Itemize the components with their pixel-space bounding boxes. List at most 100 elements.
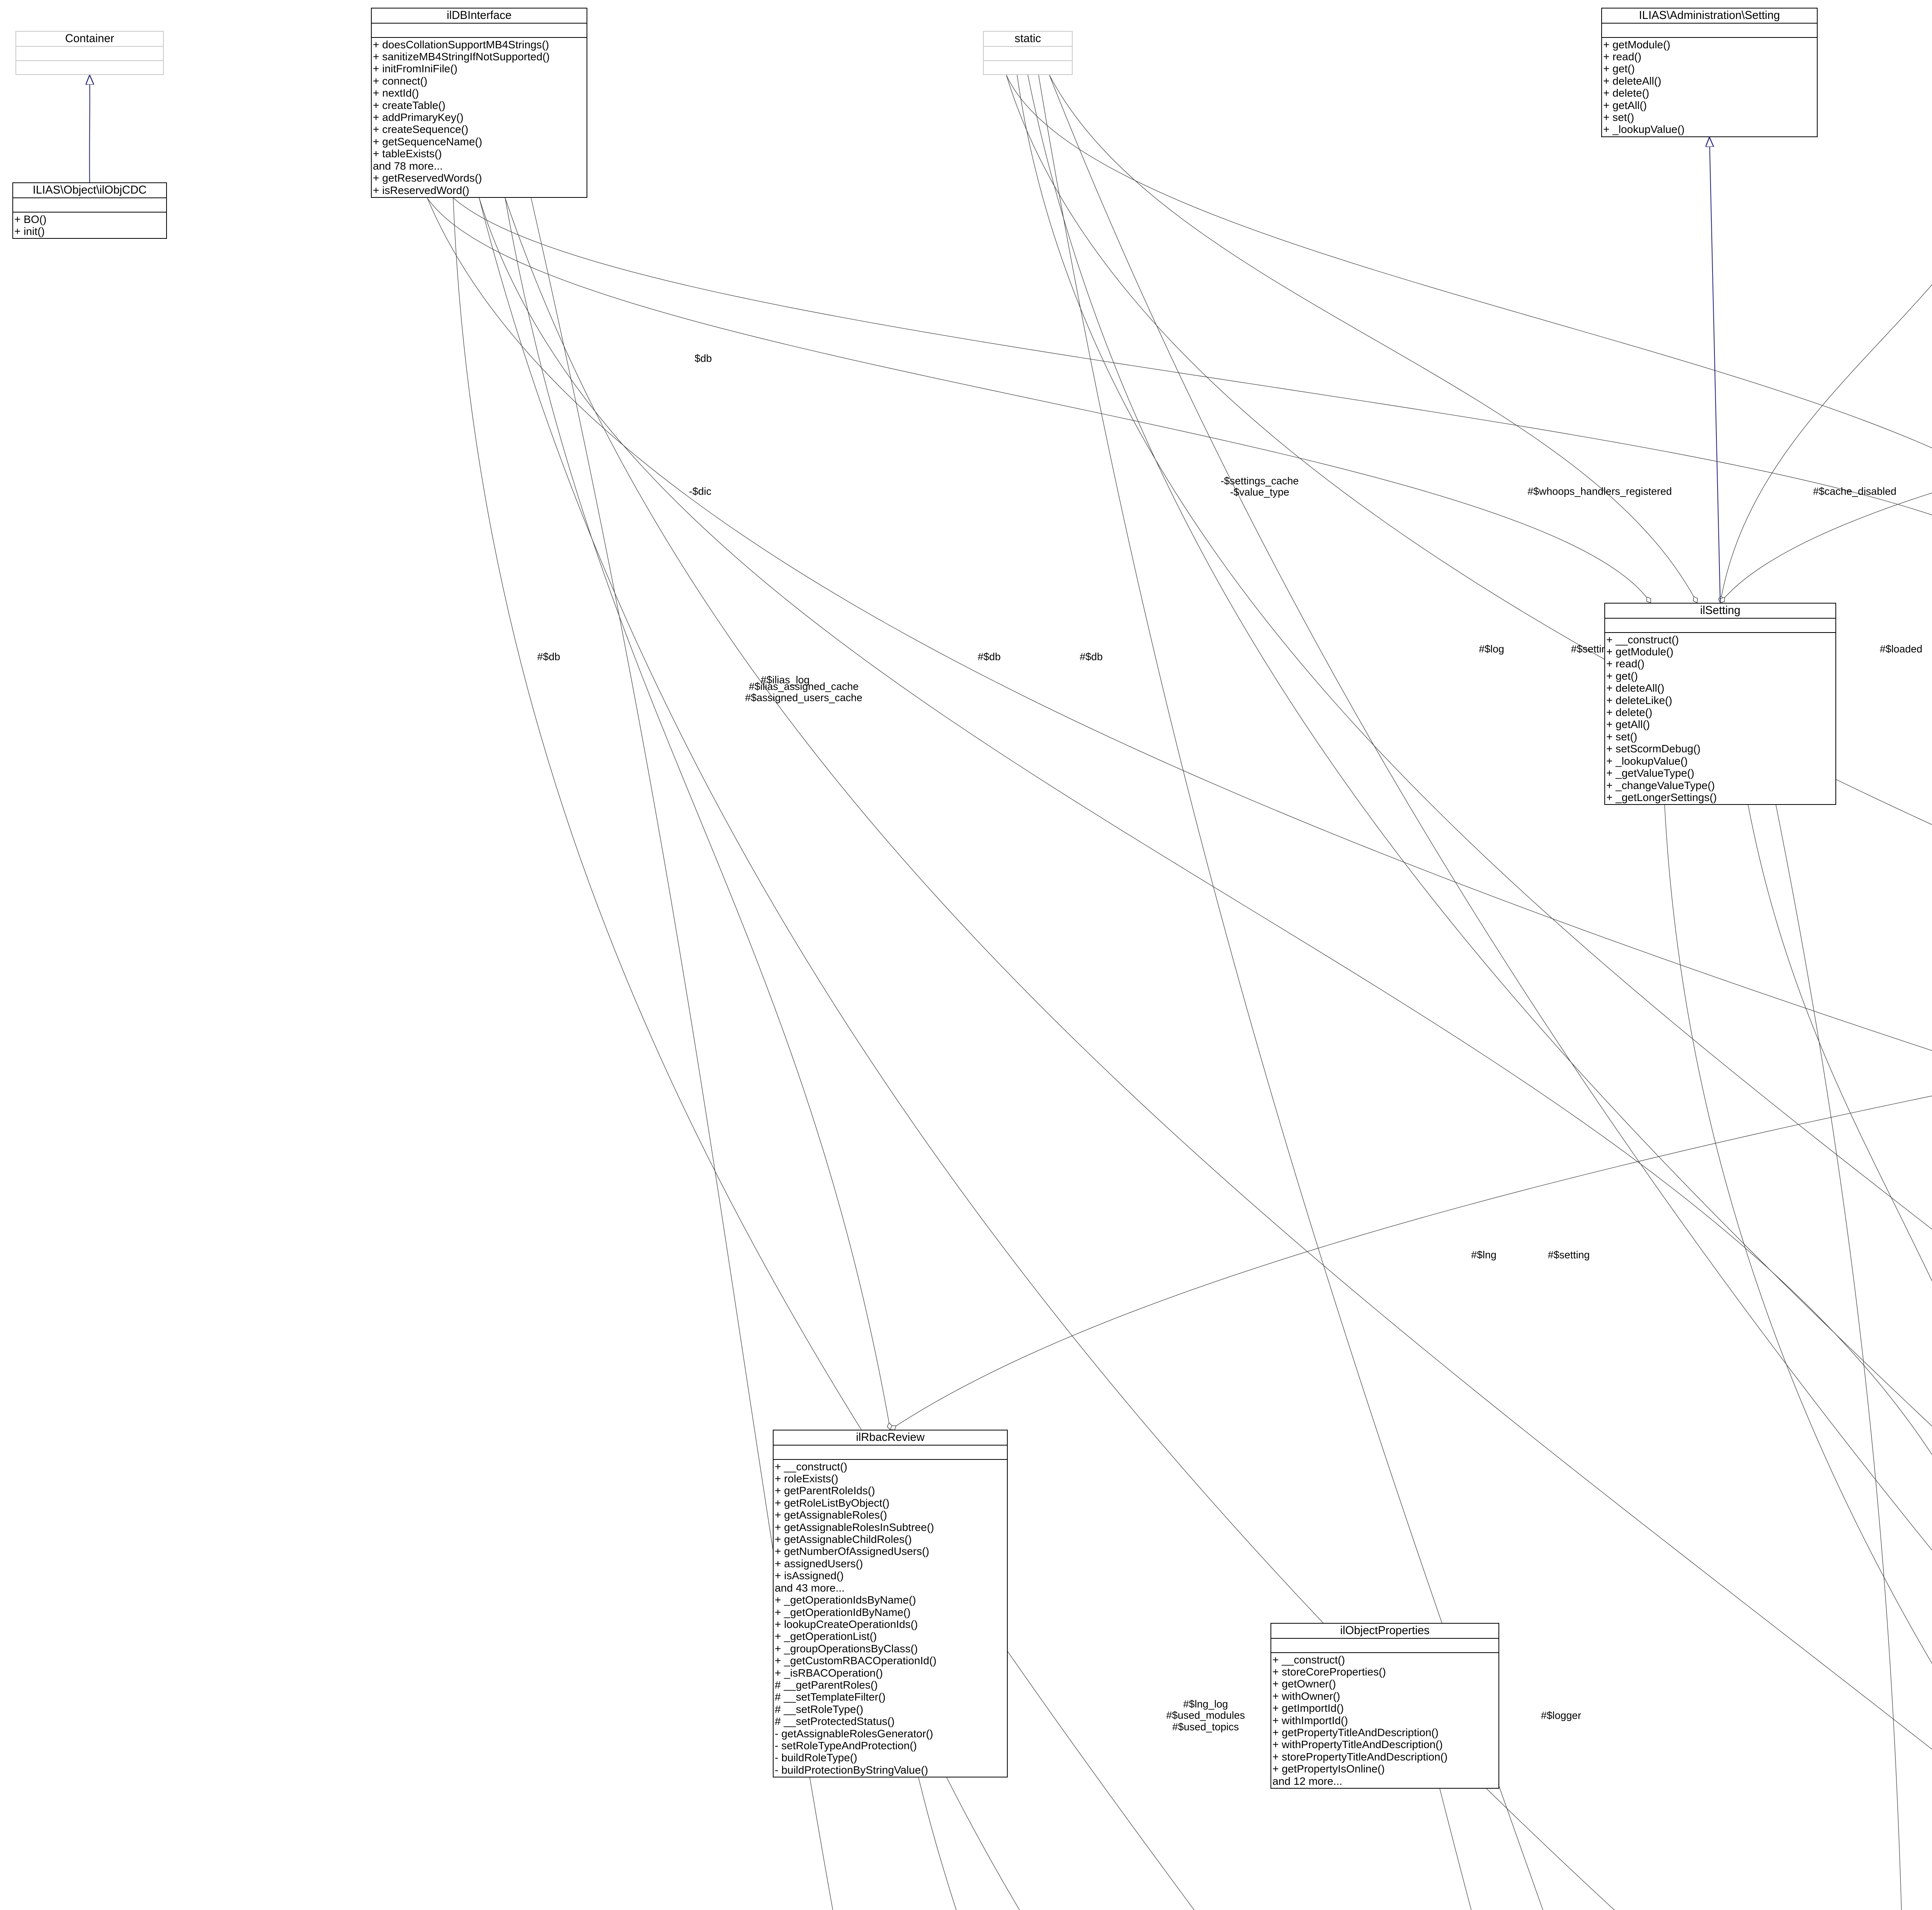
edge	[1776, 804, 1902, 1910]
class-attributes	[372, 24, 587, 37]
class-operations: + __construct()+ storeCoreProperties()+ …	[1271, 1653, 1498, 1788]
operation-row: + _lookupValue()	[1603, 123, 1685, 136]
operation-row: + set()	[1606, 730, 1638, 743]
uml-class-ilias_obj_ildbcc[interactable]: ILIAS\Object\ilObjCDC + BO()+ init()	[12, 182, 167, 239]
edge-label: -$dic	[689, 485, 712, 497]
edge	[1709, 137, 1721, 603]
operation-row: + delete()	[1606, 706, 1653, 719]
uml-class-ilrbacreview[interactable]: ilRbacReview + __construct()+ roleExists(…	[773, 1430, 1008, 1778]
uml-class-container[interactable]: Container	[15, 31, 164, 75]
class-operations: + __construct()+ getModule()+ read() + ge…	[1605, 633, 1835, 804]
operation-row: + createTable()	[373, 99, 446, 111]
operation-row: + delete()	[1603, 87, 1650, 99]
class-attributes	[984, 47, 1072, 60]
operation-row: + getOwner()	[1272, 1678, 1336, 1690]
uml-class-ildbinterface[interactable]: ilDBInterface+ doesCollationSupportMB4St…	[371, 8, 587, 198]
edge	[427, 197, 1932, 1051]
class-operations	[16, 61, 163, 75]
operation-row: and 43 more...	[775, 1582, 845, 1594]
class-attributes	[1605, 619, 1835, 632]
operation-row: and 78 more...	[373, 160, 443, 172]
divider	[13, 211, 166, 213]
operation-row: + init()	[14, 225, 45, 238]
operation-row: + roleExists()	[775, 1473, 838, 1485]
class-attributes	[13, 198, 166, 212]
divider	[16, 46, 163, 47]
divider	[984, 60, 1072, 61]
operation-row: + read()	[1606, 658, 1645, 670]
operation-row: + __construct()	[1272, 1653, 1345, 1666]
class-attributes	[1271, 1639, 1498, 1652]
operation-row: + getAll()	[1606, 718, 1650, 731]
edge	[1927, 75, 1932, 1910]
operation-row: + getPropertyIsOnline()	[1272, 1763, 1385, 1775]
operation-row: + _isRBACOperation()	[775, 1667, 883, 1679]
operation-row: + _groupOperationsByClass()	[775, 1642, 918, 1655]
edge-label: -$settings_cache -$value_type	[1220, 475, 1299, 498]
operation-row: + __construct()	[775, 1460, 847, 1473]
operation-row: + getModule()	[1606, 646, 1673, 658]
operation-row: + getPropertyTitleAndDescription()	[1272, 1726, 1439, 1739]
operation-row: - buildRoleType()	[775, 1752, 857, 1764]
class-name: ilRbacReview	[856, 1431, 925, 1444]
operation-row: + deleteAll()	[1603, 75, 1662, 87]
edge-label: #$whoops_handlers_registered	[1527, 485, 1672, 497]
operation-row: + deleteLike()	[1606, 694, 1672, 706]
class-operations: + doesCollationSupportMB4Strings()+ sani…	[372, 38, 587, 197]
edge	[1720, 493, 1932, 603]
operation-row: + getNumberOfAssignedUsers()	[775, 1545, 929, 1558]
operation-row: + isAssigned()	[775, 1570, 844, 1582]
operation-row: + connect()	[373, 75, 428, 87]
operation-row: # __getParentRoles()	[775, 1679, 878, 1691]
edge-label: #$loaded	[1879, 643, 1923, 655]
operation-row: + _getOperationList()	[775, 1630, 877, 1643]
operation-row: # __setRoleType()	[775, 1703, 864, 1715]
operation-row: + sanitizeMB4StringIfNotSupported()	[373, 51, 550, 63]
operation-row: + _getCustomRBACOperationId()	[775, 1655, 937, 1667]
edge-label: #$lng_log #$used_modules #$used_topics	[1166, 1698, 1245, 1733]
edge	[453, 197, 1932, 515]
edge	[1900, 1786, 1932, 1910]
uml-class-ilsetting[interactable]: ilSetting+ __construct()+ getModule()+ r…	[1604, 603, 1836, 805]
edge	[1664, 804, 1932, 1664]
operation-row: - getAssignableRolesGenerator()	[775, 1727, 933, 1740]
operation-row: + getAssignableRoles()	[775, 1509, 887, 1521]
divider	[372, 37, 587, 38]
operation-row: + nextId()	[373, 87, 419, 99]
operation-row: + getReservedWords()	[373, 172, 482, 184]
operation-row: + getImportId()	[1272, 1702, 1344, 1714]
edge-label: #$db	[537, 651, 560, 663]
edge	[1439, 1788, 1472, 1910]
operation-row: + withPropertyTitleAndDescription()	[1272, 1738, 1443, 1751]
edge-label: #$log	[1479, 643, 1504, 655]
operation-row: + _getValueType()	[1606, 767, 1694, 779]
operation-row: + isReservedWord()	[373, 184, 469, 196]
operation-row: + _getOperationIdsByName()	[775, 1594, 916, 1606]
class-name: ILIAS\Object\ilObjCDC	[32, 184, 147, 196]
uml-class-ilobjectproperties[interactable]: ilObjectProperties+ __construct()+ store…	[1270, 1623, 1499, 1789]
edge-label: #$ilias_assigned_cache #$assigned_users_…	[745, 680, 862, 704]
edge	[1927, 808, 1932, 1910]
class-operations	[984, 61, 1072, 75]
class-name: ILIAS\Administration\Setting	[1639, 9, 1780, 22]
edge-label: #$logger	[1541, 1709, 1582, 1721]
operation-row: + deleteAll()	[1606, 682, 1665, 694]
class-operations: + getModule()+ read()+ get()+ deleteAll(…	[1602, 38, 1817, 136]
operation-row: + __construct()	[1606, 633, 1679, 646]
operation-row: + getRoleListByObject()	[775, 1497, 889, 1509]
uml-class-ilias_admin_setting[interactable]: ILIAS\Administration\Setting + getModule(…	[1601, 8, 1818, 137]
operation-row: + doesCollationSupportMB4Strings()	[373, 38, 549, 51]
operation-row: # __setProtectedStatus()	[775, 1715, 895, 1728]
class-attributes	[774, 1446, 1007, 1459]
class-attributes	[1602, 24, 1817, 37]
divider	[372, 22, 587, 24]
edge	[946, 1777, 1020, 1910]
operation-row: + addPrimaryKey()	[373, 111, 464, 124]
operation-row: + getAssignableChildRoles()	[775, 1533, 912, 1546]
class-operations: + BO()+ init()	[13, 213, 166, 238]
uml-class-static[interactable]: static	[983, 31, 1073, 75]
operation-row: + set()	[1603, 111, 1634, 124]
operation-row: + _changeValueType()	[1606, 779, 1715, 791]
operation-row: + lookupCreateOperationIds()	[775, 1618, 918, 1630]
operation-row: + storeCoreProperties()	[1272, 1666, 1386, 1678]
